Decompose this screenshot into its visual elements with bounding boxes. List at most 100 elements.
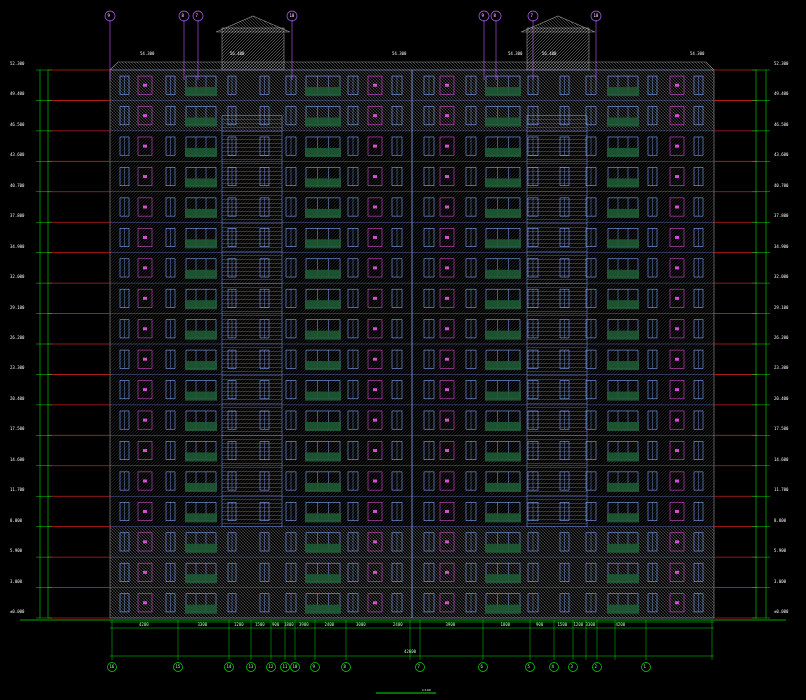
level-label-right: 17.500 — [774, 426, 789, 432]
axis-bubble-top — [192, 10, 204, 22]
axis-bubble-bottom-label: 11 — [282, 664, 288, 669]
accent-panel — [669, 136, 685, 156]
axis-bubble-bottom — [107, 662, 117, 672]
balcony-railing — [485, 87, 521, 97]
dimension-text: 3900 — [445, 622, 456, 627]
dimension-text: 3300 — [197, 622, 208, 627]
accent-panel — [439, 258, 455, 278]
balcony-railing — [607, 482, 639, 492]
axis-bubble-top — [104, 10, 116, 22]
accent-mark — [445, 114, 449, 118]
accent-panel — [439, 441, 455, 460]
accent-mark — [143, 601, 147, 605]
accent-mark — [373, 601, 377, 605]
level-label-left: 46.500 — [10, 121, 25, 127]
accent-panel — [669, 106, 685, 126]
accent-panel — [367, 319, 383, 339]
axis-bubble-bottom — [525, 662, 535, 672]
axis-bubble-bottom — [549, 662, 559, 672]
window-openings — [119, 75, 704, 614]
accent-mark — [675, 601, 679, 605]
accent-panel — [669, 562, 685, 582]
dimension-text: 4200 — [139, 622, 149, 627]
axis-bubble-top-label: 10 — [593, 13, 599, 18]
accent-mark — [143, 449, 147, 453]
roof-tower-cap — [520, 15, 596, 33]
accent-panel — [439, 532, 455, 552]
balcony-railing — [305, 208, 341, 218]
balcony-railing — [305, 361, 341, 371]
accent-mark — [675, 388, 679, 392]
balcony-railing — [607, 452, 639, 462]
accent-mark — [143, 540, 147, 544]
balcony-railing — [485, 452, 521, 462]
accent-panel — [137, 502, 153, 521]
axis-bubble-bottom — [246, 662, 256, 672]
level-label-left: 34.900 — [10, 243, 25, 249]
accent-panel — [439, 106, 455, 126]
accent-panel — [367, 593, 383, 613]
accent-mark — [675, 144, 679, 148]
balcony-railing — [607, 208, 639, 218]
axis-bubble-bottom-label: 15 — [175, 664, 181, 669]
accent-mark — [445, 357, 449, 361]
dimension-text: 1500 — [557, 622, 568, 627]
accent-mark — [675, 175, 679, 179]
balcony-railing — [185, 361, 217, 371]
accent-mark — [445, 266, 449, 270]
balcony-railing — [607, 543, 639, 553]
axis-bubble-bottom-label: 6 — [480, 664, 483, 669]
balcony-railing — [607, 117, 639, 127]
accent-panel — [669, 471, 685, 491]
accent-mark — [675, 509, 679, 513]
axis-bubble-bottom — [280, 662, 290, 672]
balcony-railing — [185, 574, 217, 584]
accent-mark — [143, 388, 147, 392]
balcony-railing — [305, 452, 341, 462]
level-label-right: 32.000 — [774, 274, 789, 280]
accent-panel — [137, 136, 153, 156]
accent-panel — [439, 319, 455, 339]
accent-panel — [137, 441, 153, 460]
accent-mark — [445, 327, 449, 331]
balcony-railing — [485, 421, 521, 432]
balcony-railing — [485, 604, 521, 614]
accent-mark — [675, 570, 679, 574]
accent-mark — [143, 205, 147, 209]
accent-mark — [675, 266, 679, 270]
accent-panel — [669, 380, 685, 400]
accent-panel — [367, 502, 383, 521]
accent-panel — [367, 197, 383, 217]
axis-bubble-top — [527, 10, 539, 22]
accent-mark — [143, 418, 147, 422]
balcony-railing — [607, 361, 639, 371]
accent-panel — [137, 106, 153, 126]
accent-panel — [669, 441, 685, 460]
accent-panel — [137, 593, 153, 613]
accent-mark — [675, 327, 679, 331]
roof-level-label: 54.300 — [508, 51, 523, 56]
accent-mark — [373, 327, 377, 331]
accent-panel — [669, 593, 685, 613]
accent-panel — [367, 288, 383, 308]
accent-panel — [137, 75, 153, 95]
level-label-left: 49.400 — [10, 91, 25, 97]
accent-panel — [669, 288, 685, 308]
level-label-right: 26.200 — [774, 335, 789, 340]
accent-mark — [373, 479, 377, 483]
balcony-railing — [607, 574, 639, 584]
dimension-lines — [20, 69, 786, 657]
axis-bubble-top-label: 8 — [181, 13, 184, 18]
accent-mark — [143, 83, 147, 87]
balcony-railing — [607, 300, 639, 310]
drawing-scale: 1:100 — [422, 688, 431, 692]
accent-panel — [137, 349, 153, 369]
accent-panel — [439, 349, 455, 369]
axis-bubble-top — [590, 10, 602, 22]
dimension-text: 1200 — [234, 622, 244, 627]
balcony-railing — [185, 269, 217, 279]
accent-panel — [367, 380, 383, 400]
accent-mark — [675, 540, 679, 544]
balcony-railing — [607, 239, 639, 249]
balcony-railing — [305, 178, 341, 188]
